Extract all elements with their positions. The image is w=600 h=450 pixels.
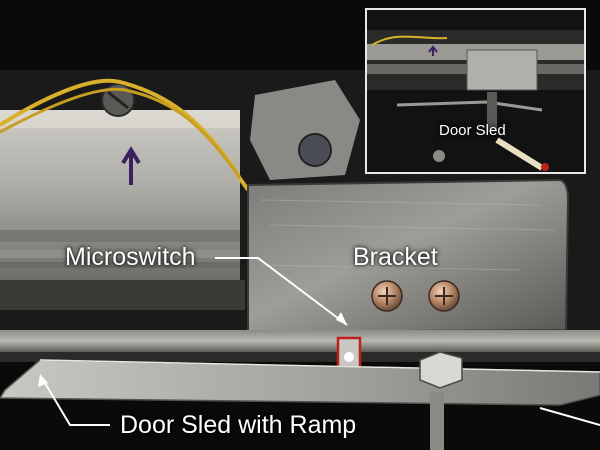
bracket-label: Bracket (353, 243, 438, 271)
sled-leader (41, 377, 110, 426)
inset-photo: Door Sled (365, 8, 586, 174)
sled-right-leader (539, 407, 600, 426)
sled-nut (419, 351, 463, 389)
rail (0, 330, 600, 352)
hex-nut (298, 133, 332, 167)
microswitch-leader (215, 257, 348, 326)
bracket (247, 178, 570, 334)
arrow-mark-icon (121, 146, 141, 185)
inset-door-sled-label: Door Sled (439, 122, 506, 139)
door-sled-ramp-label: Door Sled with Ramp (120, 411, 357, 439)
microswitch-label: Microswitch (65, 243, 196, 271)
inset-scene (367, 10, 584, 172)
